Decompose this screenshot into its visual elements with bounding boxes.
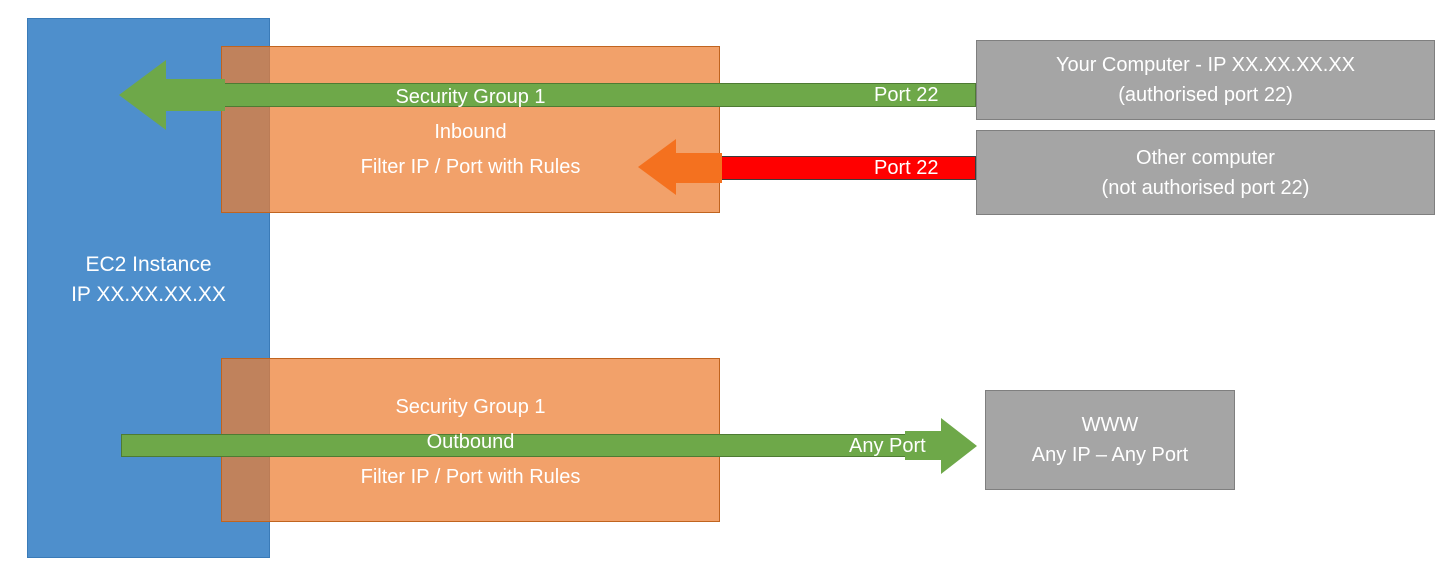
inbound-denied-blocked-arrow-icon <box>638 139 676 195</box>
www-line1: WWW <box>1081 414 1139 436</box>
inbound-allowed-flow-bar <box>221 83 976 107</box>
your-computer-line2: (authorised port 22) <box>1118 84 1293 106</box>
other-computer-box: Other computer (not authorised port 22) <box>976 130 1435 215</box>
outbound-allowed-arrow-icon <box>941 418 977 474</box>
other-computer-line2: (not authorised port 22) <box>1101 176 1310 199</box>
www-line2: Any IP – Any Port <box>1031 444 1189 466</box>
inbound-denied-flow-bar <box>718 156 976 180</box>
security-group-inbound-box <box>221 46 720 213</box>
your-computer-box: Your Computer - IP XX.XX.XX.XX (authoris… <box>976 40 1435 120</box>
outbound-allowed-flow-bar <box>121 434 959 457</box>
inbound-allowed-arrow-icon <box>119 60 166 130</box>
inbound-allowed-arrow-shaft <box>163 79 225 111</box>
inbound-denied-arrow-shaft <box>674 153 722 183</box>
your-computer-line1: Your Computer - IP XX.XX.XX.XX <box>1055 54 1356 76</box>
other-computer-line1: Other computer <box>1136 146 1275 169</box>
outbound-arrow-shaft <box>905 431 945 460</box>
www-box: WWW Any IP – Any Port <box>985 390 1235 490</box>
